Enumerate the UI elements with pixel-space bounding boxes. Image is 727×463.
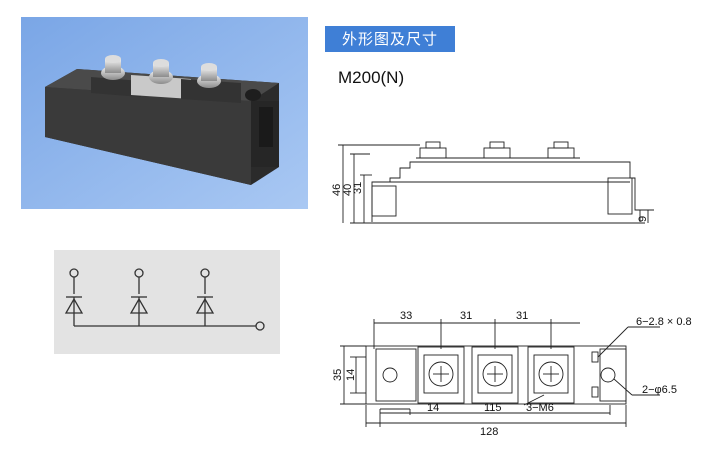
model-label: M200(N)	[338, 68, 405, 87]
left-dim-14: 14	[345, 369, 357, 381]
terminal-label: 3−M6	[526, 402, 554, 414]
bottom-dim-14: 14	[427, 402, 439, 414]
hole-label: 2−φ6.5	[642, 384, 677, 396]
product-photo	[21, 17, 308, 209]
side-dim-40: 40	[342, 184, 354, 196]
top-dim-31-a: 31	[460, 310, 472, 322]
left-dim-35: 35	[332, 369, 344, 381]
circuit-schematic	[54, 250, 280, 354]
side-dim-9: 9	[637, 216, 649, 222]
bottom-dim-115: 115	[484, 402, 502, 414]
bottom-dim-128: 128	[480, 426, 498, 438]
side-view-drawing: 46 40 31 9	[331, 141, 654, 224]
top-dim-33: 33	[400, 310, 412, 322]
top-view-drawing: 33 31 31 35 14 14 115 128 3−M6 6−2.8 × 0…	[332, 310, 692, 438]
top-dim-31-b: 31	[516, 310, 528, 322]
side-dim-46: 46	[331, 184, 343, 196]
side-dim-31: 31	[352, 182, 364, 194]
section-title-badge: 外形图及尺寸	[325, 26, 455, 52]
slot-label: 6−2.8 × 0.8	[636, 316, 692, 328]
